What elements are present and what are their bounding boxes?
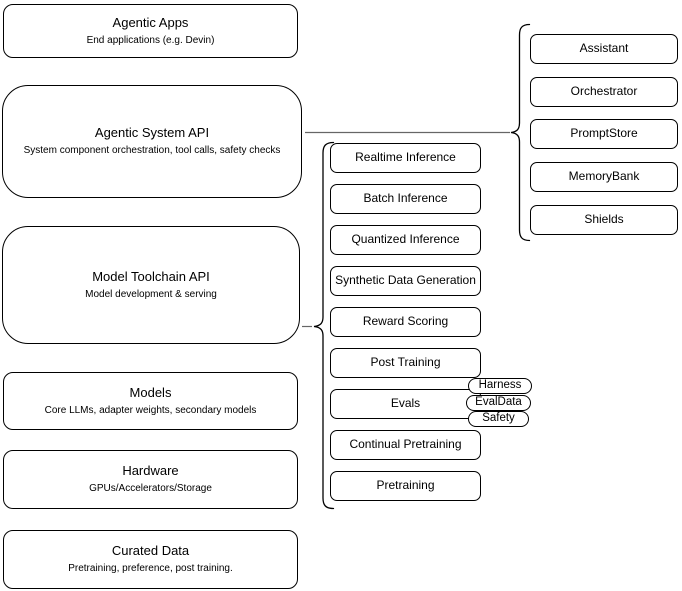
- box-models: Models Core LLMs, adapter weights, secon…: [3, 372, 298, 430]
- box-title: Agentic Apps: [112, 14, 189, 30]
- box-hardware: Hardware GPUs/Accelerators/Storage: [3, 450, 298, 509]
- eval-tag-harness: Harness: [468, 378, 532, 394]
- component-memorybank: MemoryBank: [530, 162, 678, 192]
- box-model-toolchain-api: Model Toolchain API Model development & …: [2, 226, 300, 344]
- system-components-brace: [510, 23, 531, 242]
- box-subtitle: End applications (e.g. Devin): [86, 34, 215, 46]
- toolchain-item-quantized-inference: Quantized Inference: [330, 225, 481, 255]
- box-subtitle: Core LLMs, adapter weights, secondary mo…: [44, 404, 257, 416]
- box-title: Hardware: [122, 463, 179, 479]
- box-subtitle: GPUs/Accelerators/Storage: [89, 483, 212, 495]
- toolchain-item-realtime-inference: Realtime Inference: [330, 143, 481, 173]
- eval-tag-safety: Safety: [468, 411, 529, 427]
- box-title: Curated Data: [111, 543, 190, 559]
- toolchain-item-batch-inference: Batch Inference: [330, 184, 481, 214]
- toolchain-item-pretraining: Pretraining: [330, 471, 481, 501]
- box-agentic-system-api: Agentic System API System component orch…: [2, 85, 302, 198]
- box-subtitle: System component orchestration, tool cal…: [23, 145, 281, 157]
- toolchain-item-continual-pretraining: Continual Pretraining: [330, 430, 481, 460]
- toolchain-item-synthetic-data-generation: Synthetic Data Generation: [330, 266, 481, 296]
- toolchain-item-post-training: Post Training: [330, 348, 481, 378]
- component-assistant: Assistant: [530, 34, 678, 64]
- box-title: Model Toolchain API: [92, 268, 210, 284]
- box-subtitle: Pretraining, preference, post training.: [68, 563, 233, 575]
- box-title: Models: [129, 384, 172, 400]
- toolchain-item-reward-scoring: Reward Scoring: [330, 307, 481, 337]
- component-promptstore: PromptStore: [530, 119, 678, 149]
- box-agentic-apps: Agentic Apps End applications (e.g. Devi…: [3, 4, 298, 58]
- eval-tag-evaldata: EvalData: [466, 395, 531, 411]
- box-title: Agentic System API: [94, 125, 210, 141]
- box-curated-data: Curated Data Pretraining, preference, po…: [3, 530, 298, 589]
- toolchain-item-evals: Evals: [330, 389, 481, 419]
- component-shields: Shields: [530, 205, 678, 235]
- component-orchestrator: Orchestrator: [530, 77, 678, 107]
- box-subtitle: Model development & serving: [85, 288, 217, 300]
